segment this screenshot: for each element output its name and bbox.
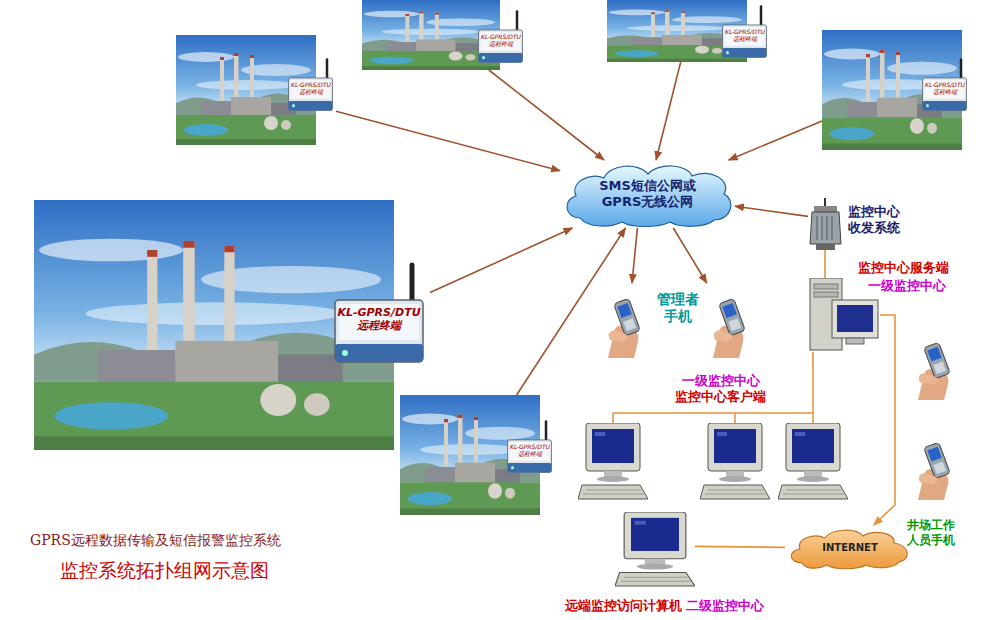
heading-slot: GPRS远程数据传输及短信报警监控系统 [30,531,281,549]
dtu-device [479,12,523,63]
computer-icon [700,423,770,499]
label-slot: 一级监控中心 [868,278,946,294]
network-cloud: SMS短信公网或 GPRS无线公网 [560,160,735,228]
plant-site: KL-GPRS/DTU 远程终端 [400,395,555,515]
label-slot: KL-GPRS/DTU 远程终端 [508,443,552,457]
plant-site: KL-GPRS/DTU 远程终端 [362,0,526,70]
label-slot: SMS短信公网或 GPRS无线公网 [560,160,735,228]
cloud-shape [791,530,907,569]
connector [336,111,560,171]
node-label: KL-GPRS/DTU 远程终端 [479,33,523,47]
label-slot: 监控中心服务端 [858,260,949,276]
diagram-title: GPRS远程数据传输及短信报警监控系统 [30,531,281,549]
diagram-caption: 监控系统拓扑组网示意图 [60,558,269,583]
computer-icon [615,512,695,586]
node-label: 远端监控访问计算机 [565,598,682,614]
dtu-device [289,60,333,111]
node-label: KL-GPRS/DTU 远程终端 [336,306,422,332]
client-group: 一级监控中心监控中心客户端 [575,368,850,508]
node-label: 监控中心服务端 [858,260,949,276]
node-label: 管理者 手机 [655,291,701,325]
phone-icon [918,342,950,400]
internet-cloud: INTERNET [785,525,915,570]
dtu-device [335,265,423,362]
dtu-device [508,422,552,473]
connector [695,546,785,547]
node-label: 二级监控中心 [686,598,764,614]
label-slot: KL-GPRS/DTU 远程终端 [723,28,767,42]
phone-icon [608,298,640,358]
plant-site: KL-GPRS/DTU 远程终端 [607,0,770,62]
connector [656,62,681,160]
label-slot: KL-GPRS/DTU 远程终端 [923,81,967,95]
connector [812,352,814,368]
connector [874,315,895,525]
connector [824,250,826,278]
node-label: 井场工作 人员手机 [907,518,963,548]
manager-phones: 管理者 手机 [597,283,757,358]
phone-icon [713,298,745,358]
label-slot: 远端监控访问计算机二级监控中心 [565,595,764,614]
heading-slot: 监控系统拓扑组网示意图 [60,558,269,583]
node-label: KL-GPRS/DTU 远程终端 [723,28,767,42]
label-slot: 一级监控中心 [653,373,788,389]
label-slot: KL-GPRS/DTU 远程终端 [336,306,422,332]
dtu-device [723,7,767,58]
connector [673,228,706,283]
phone-icon [918,442,950,500]
node-label: KL-GPRS/DTU 远程终端 [508,443,552,457]
node-label: 监控中心客户端 [653,389,788,405]
label-slot: 管理者 手机 [655,291,701,325]
label-slot: 监控中心 收发系统 [848,204,904,236]
connector [729,121,822,160]
server-icon [810,278,878,350]
node-label: KL-GPRS/DTU 远程终端 [289,81,333,95]
transceiver: 监控中心 收发系统 [808,198,843,250]
computer-icon [578,423,648,499]
label-slot: INTERNET [785,525,915,570]
label-slot: KL-GPRS/DTU 远程终端 [289,81,333,95]
plant-site: KL-GPRS/DTU 远程终端 [176,35,336,145]
node-label: KL-GPRS/DTU 远程终端 [923,81,967,95]
transceiver-icon [810,198,841,250]
computer-icon [778,423,848,499]
connector [735,206,808,216]
remote-computer: 远端监控访问计算机二级监控中心 [615,512,695,588]
server: 监控中心服务端一级监控中心 [808,278,880,352]
node-label: SMS短信公网或 GPRS无线公网 [591,178,705,210]
node-label: 一级监控中心 [868,278,946,294]
label-slot: 井场工作 人员手机 [907,518,963,548]
node-label: INTERNET [805,542,895,554]
field-phones: 井场工作 人员手机 [905,335,977,560]
label-slot: 监控中心客户端 [653,389,788,405]
label-slot: KL-GPRS/DTU 远程终端 [479,33,523,47]
plant-site: KL-GPRS/DTU 远程终端 [822,30,970,150]
cloud-shape [567,166,731,227]
client-tree [613,368,813,423]
node-label: 一级监控中心 [653,373,788,389]
dtu-device [923,60,967,111]
node-label: 监控中心 收发系统 [848,204,904,236]
connector [517,228,626,395]
plant-site: KL-GPRS/DTU 远程终端 [34,200,430,450]
connector [489,70,604,160]
connector [632,228,637,283]
connector [430,228,572,293]
